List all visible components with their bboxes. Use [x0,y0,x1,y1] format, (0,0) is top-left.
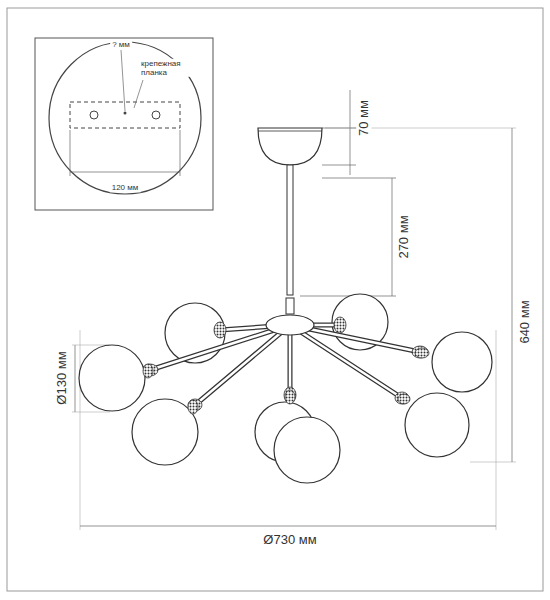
extension-line [72,412,110,413]
center-hole [124,112,127,115]
dimension-label: 640 мм [518,298,533,345]
extension-line [470,462,516,463]
socket [284,387,296,403]
note-label: крепежная планка [139,59,201,77]
note-label: ? мм [110,40,132,49]
arm-highlights [150,325,420,405]
socket [214,322,226,338]
canopy-plan [49,42,201,194]
front-sockets [143,348,429,414]
glass-globe [132,399,198,465]
rod [287,165,293,295]
extension-line [322,165,356,166]
hub-collar [286,298,294,314]
inset-frame [35,38,213,210]
socket [143,364,153,378]
glass-globe [405,393,469,457]
arms [150,325,420,405]
dimension-line [512,128,513,462]
dimension-line [80,526,496,527]
leader-line [134,80,143,108]
glass-globe [79,345,145,411]
dimension-line [70,172,180,173]
outer-frame [7,8,543,591]
dimension-label: 70 мм [357,98,372,138]
dimension-line [392,178,393,296]
dimension-label: Ø730 мм [261,533,318,548]
leader-line [121,50,125,111]
extension-line [496,330,497,530]
sockets [142,317,428,411]
dimension-label: Ø130 мм [55,349,70,406]
dimension-line [350,90,351,175]
canopy-rim [258,131,322,132]
dimension-label: 270 мм [397,213,412,260]
screw-hole [90,111,98,119]
extension-line [325,128,516,129]
socket [395,392,409,404]
extension-line [70,130,71,176]
socket [285,390,295,404]
socket [398,394,410,404]
arm [195,325,290,405]
socket [188,400,198,414]
glass-globe [432,332,492,392]
hub [266,315,314,335]
canopy [258,128,322,165]
socket [415,348,429,358]
dimension-line [75,345,76,412]
screw-hole [152,111,160,119]
extension-line [80,330,81,530]
socket [334,317,346,333]
extension-line [322,178,396,179]
dimension-label: 120 мм [110,183,141,192]
extension-line [180,130,181,176]
socket [412,346,428,358]
glass-globe [274,417,340,483]
